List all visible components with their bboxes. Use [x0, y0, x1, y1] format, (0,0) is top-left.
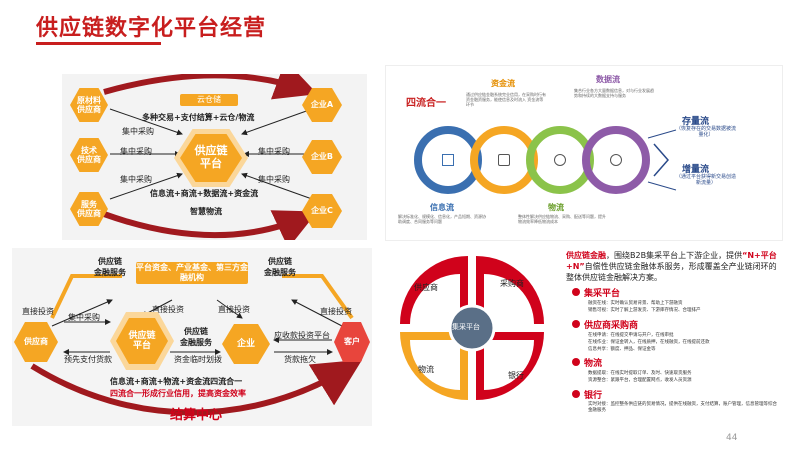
label-prepay: 预先支付货款 [64, 355, 112, 364]
four-flows-title: 四流合一 [406, 98, 446, 109]
petal-center: 集采平台 [452, 323, 480, 331]
section-title-logistics: 物流 [584, 359, 603, 369]
label-fund-transfer: 资金临时划拨 [174, 355, 222, 364]
fin-service-left: 供应链 金融服务 [94, 257, 126, 277]
section-item: 实时对接：监控整条供应链的贸易情况，提供在线融资，支付结算，账户管理，信息管理等… [588, 402, 777, 413]
bl-flows-label: 信息流+商流+物流+资金流四流合一 [110, 377, 243, 386]
section-icon-logistics [572, 358, 580, 366]
bl-slogan: 四流合一形成行业信用，提高资金效率 [110, 389, 246, 398]
settlement-center-label: 结算中心 [170, 408, 223, 423]
bl-arrows [30, 274, 363, 416]
section-item: 在线申请：在线提交申请与开户，在线审批 [588, 333, 674, 338]
section-item: 数据提取：在线实时提取订单、及时、快速取货服务 [588, 371, 692, 376]
logistics-flow-label: 物流 [548, 203, 564, 212]
section-title-platform: 集采平台 [584, 289, 621, 299]
increment-flow-desc: （通过平台获得新交易创造新流量） [676, 174, 737, 186]
increment-flow-label: 增量流 [682, 165, 710, 175]
page-title: 供应链数字化平台经营 [36, 16, 267, 41]
section-icon-buyer [572, 320, 580, 328]
supply-chain-platform-diagram: 原材料 供应商 技术 供应商 服务 供应商 供应链 平台 企业A 企业B 企业C… [62, 74, 367, 240]
logistics-flow-desc: 整体性解决供应链物流、采购、配送等问题，提升物流效率降低物流成本 [518, 214, 606, 225]
label-buy-4: 集中采购 [258, 147, 290, 156]
hex-raw-material-supplier: 原材料 供应商 [70, 88, 108, 122]
finance-intro: 供应链金融，围绕B2B集采平台上下游企业，提供“N+平台+N”自偿性供应链金融体… [566, 251, 777, 283]
hex-tech-supplier: 技术 供应商 [70, 138, 108, 172]
section-title-buyer: 供应商采购商 [584, 321, 639, 331]
tr-rings [414, 126, 677, 194]
data-flow-label: 数据流 [596, 75, 620, 84]
ring-icon-capital [498, 154, 510, 166]
cloud-warehouse-pill: 云仓储 [180, 94, 238, 106]
label-central-purchase: 集中采购 [68, 313, 100, 322]
info-flow-label: 信息流 [430, 203, 454, 212]
direct-invest-3: 直接投资 [218, 305, 250, 314]
direct-invest-4: 直接投资 [320, 307, 352, 316]
capital-flow-label: 资金流 [491, 79, 515, 88]
stock-flow-label: 存量流 [682, 117, 710, 127]
direct-invest-1: 直接投资 [22, 307, 54, 316]
label-buy-5: 集中采购 [258, 175, 290, 184]
direct-invest-2: 直接投资 [152, 305, 184, 314]
section-icon-platform [572, 288, 580, 296]
stock-flow-desc: （恢复存在的交易数据被流量化） [676, 126, 737, 138]
flows-label: 信息流+商流+数据流+资金流 [150, 189, 259, 198]
petal-logistics: 物流 [418, 365, 434, 374]
hex-service-supplier: 服务 供应商 [70, 192, 108, 226]
petal-buyer: 采购商 [500, 279, 524, 288]
label-receivable-platform: 应收款投资平台 [274, 331, 330, 340]
data-flow-desc: 集合行业各方大量数据信息，对与行业发展趋势和持续的大数据支持与服务 [574, 88, 654, 99]
ring-icon-info [442, 154, 454, 166]
label-buy-1: 集中采购 [122, 127, 154, 136]
section-icon-bank [572, 390, 580, 398]
section-item: 在线作业：保证金转入，在线质押，在线融资，在线提前还款 [588, 340, 710, 345]
fin-service-right: 供应链 金融服务 [264, 257, 296, 277]
four-flows-diagram: 四流合一 资金流 数据流 信息流 物流 通过供应链金融系统完业信用，在采购时行有… [385, 65, 783, 241]
label-buy-2: 集中采购 [120, 147, 152, 156]
label-payment-arrears: 货款拖欠 [284, 355, 316, 364]
fin-service-mid: 供应链 金融服务 [180, 327, 212, 347]
label-buy-3: 集中采购 [120, 175, 152, 184]
funding-sources-box: 平台资金、产业基金、第三方金融机构 [136, 262, 248, 284]
settlement-center-diagram: 平台资金、产业基金、第三方金融机构 供应链 金融服务 供应链 金融服务 直接投资… [12, 248, 372, 426]
br-petals [400, 256, 544, 400]
ring-icon-data [610, 154, 622, 166]
capital-flow-desc: 通过供应链金融系统完业信用，在采购时行有资金融资服务，能使信息及时流入 资金流等… [466, 92, 546, 108]
section-title-bank: 银行 [584, 391, 603, 401]
petal-bank: 银行 [508, 371, 524, 380]
section-item: 信息共享：额度、押品、保证金等 [588, 347, 656, 352]
section-item: 资源整合：紧跟平台，合理配置网点，收发人员资源 [588, 378, 692, 383]
title-underline [36, 42, 161, 45]
tl-arrows [102, 74, 318, 240]
section-item: 融资在线：实时确认贸易背景、帮助上下游融资 [588, 301, 683, 306]
section-item: 销售可视：实时了解上游发货、下游库存情况、合理排产 [588, 308, 701, 313]
supply-chain-finance-panel: 供应商 采购商 物流 银行 集采平台 供应链金融，围绕B2B集采平台上下游企业，… [380, 248, 783, 428]
multi-trade-label: 多种交易+支付结算+云仓/物流 [142, 113, 255, 122]
ring-icon-logistics [554, 154, 566, 166]
smart-logistics-label: 智慧物流 [190, 207, 222, 216]
petal-supplier: 供应商 [414, 283, 438, 292]
page-number: 44 [726, 433, 738, 443]
info-flow-desc: 解决标准化、规模化、信息化，产品短期、资源协助调度、合同服务等问题 [398, 214, 486, 225]
